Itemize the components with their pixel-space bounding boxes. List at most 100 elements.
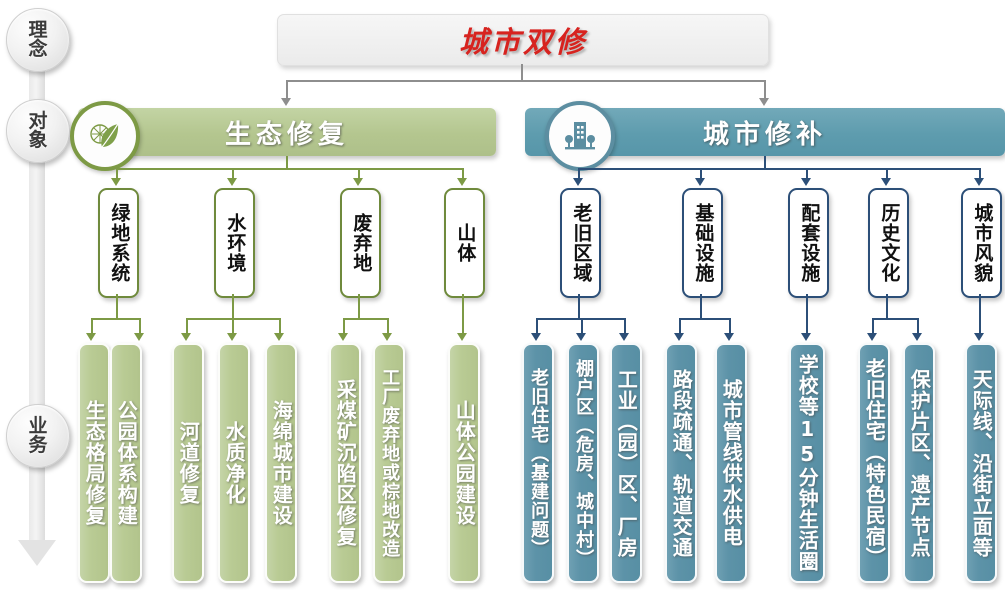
rail-badge-business: 业 务	[6, 404, 70, 468]
connector-city-to-c1	[700, 168, 702, 180]
category-label-city-4: 城市风貌	[971, 203, 994, 283]
connector-eco-c2-bus	[343, 318, 389, 320]
arrow-eco-c1	[227, 178, 237, 186]
item-label-city-0-1: 棚户区（危房、城中村）	[573, 358, 595, 568]
connector-eco-bus	[116, 168, 462, 170]
item-box-city-1-0[interactable]: 路段疏通、轨道交通	[665, 343, 697, 583]
connector-city-to-c2	[806, 168, 808, 180]
connector-city-stem	[764, 156, 766, 170]
item-label-eco-0-1: 公园体系构建	[114, 400, 139, 526]
connector-city-c3-bus	[872, 318, 919, 320]
item-box-city-0-2[interactable]: 工业（园）区、厂房	[610, 343, 642, 583]
connector-root-to-city	[764, 80, 766, 100]
connector-eco-c0-i1	[139, 318, 141, 335]
arrow-eco-c3	[457, 178, 467, 186]
item-box-eco-0-0[interactable]: 生态格局修复	[78, 343, 110, 583]
connector-eco-c2-i1	[387, 318, 389, 335]
connector-eco-c1-i0	[186, 318, 188, 335]
item-box-eco-3-0[interactable]: 山体公园建设	[448, 343, 480, 583]
category-label-eco-0: 绿地系统	[108, 203, 131, 283]
connector-eco-to-c2	[358, 168, 360, 180]
item-box-eco-2-1[interactable]: 工厂废弃地或棕地改造	[373, 343, 405, 583]
arrow-eco-c2-i1	[382, 333, 392, 341]
item-box-city-0-0[interactable]: 老旧住宅（基建问题）	[522, 343, 554, 583]
item-label-city-4-0: 天际线、沿街立面等	[969, 368, 994, 558]
arrow-city-c1	[695, 178, 705, 186]
connector-root-to-eco	[286, 80, 288, 100]
connector-city-c3-i0	[872, 318, 874, 335]
category-box-city-0[interactable]: 老旧区域	[560, 188, 601, 298]
arrow-eco-c1-i1	[227, 333, 237, 341]
connector-city-c0-stem	[578, 294, 580, 320]
connector-city-bus	[578, 168, 979, 170]
arrow-city-c3-i1	[912, 333, 922, 341]
item-label-eco-2-1: 工厂废弃地或棕地改造	[379, 368, 401, 558]
connector-city-c1-i1	[729, 318, 731, 335]
category-label-city-1: 基础设施	[692, 203, 715, 283]
arrow-city-c0-i2	[619, 333, 629, 341]
rail-badge-business-char2: 务	[28, 434, 48, 456]
rail-badge-concept-char2: 念	[28, 38, 48, 60]
connector-eco-c1-i2	[279, 318, 281, 335]
arrow-eco-c0	[111, 178, 121, 186]
category-box-city-2[interactable]: 配套设施	[788, 188, 829, 298]
category-label-eco-2: 废弃地	[350, 213, 373, 273]
connector-eco-c2-i0	[343, 318, 345, 335]
arrow-city-c3-i0	[867, 333, 877, 341]
connector-eco-c3-i0	[462, 294, 464, 335]
arrow-city-c4-i0	[974, 333, 984, 341]
item-box-city-0-1[interactable]: 棚户区（危房、城中村）	[567, 343, 599, 583]
arrow-eco-c0-i1	[134, 333, 144, 341]
category-box-eco-1[interactable]: 水环境	[214, 188, 255, 298]
connector-eco-c1-i1	[232, 318, 234, 335]
item-label-city-3-1: 保护片区、遗产节点	[907, 368, 932, 558]
rail-badge-object-char2: 象	[28, 129, 48, 151]
connector-city-c0-i2	[624, 318, 626, 335]
item-box-eco-2-0[interactable]: 采煤矿沉陷区修复	[329, 343, 361, 583]
connector-eco-to-c1	[232, 168, 234, 180]
category-box-city-4[interactable]: 城市风貌	[961, 188, 1002, 298]
item-label-eco-1-0: 河道修复	[176, 421, 201, 505]
category-box-city-3[interactable]: 历史文化	[868, 188, 909, 298]
category-box-city-1[interactable]: 基础设施	[682, 188, 723, 298]
arrow-eco-c2-i0	[338, 333, 348, 341]
connector-city-c1-stem	[700, 294, 702, 320]
connector-city-c2-i0	[806, 294, 808, 335]
branch-bar-eco[interactable]: 生态修复	[78, 108, 496, 156]
leaf-icon	[70, 101, 140, 171]
connector-city-c4-i0	[979, 294, 981, 335]
arrow-city-c3	[881, 178, 891, 186]
connector-eco-c1-stem	[232, 294, 234, 320]
category-box-eco-3[interactable]: 山体	[444, 188, 485, 298]
item-box-city-3-0[interactable]: 老旧住宅（特色民宿）	[858, 343, 890, 583]
rail-badge-concept: 理 念	[6, 8, 70, 72]
item-box-eco-1-0[interactable]: 河道修复	[172, 343, 204, 583]
arrow-city-c1-i0	[674, 333, 684, 341]
category-box-eco-0[interactable]: 绿地系统	[98, 188, 139, 298]
arrow-city-c2	[801, 178, 811, 186]
connector-city-c0-i0	[536, 318, 538, 335]
item-label-eco-1-2: 海绵城市建设	[269, 400, 294, 526]
item-box-city-4-0[interactable]: 天际线、沿街立面等	[965, 343, 997, 583]
connector-root-bus	[286, 80, 765, 82]
item-box-city-1-1[interactable]: 城市管线供水供电	[715, 343, 747, 583]
item-label-city-1-0: 路段疏通、轨道交通	[669, 368, 694, 558]
connector-city-to-c3	[886, 168, 888, 180]
item-box-city-3-1[interactable]: 保护片区、遗产节点	[903, 343, 935, 583]
item-label-city-2-0: 学校等15分钟生活圈	[795, 354, 820, 572]
arrow-root-to-eco	[281, 98, 291, 106]
category-label-eco-3: 山体	[454, 223, 477, 263]
item-box-eco-1-2[interactable]: 海绵城市建设	[265, 343, 297, 583]
category-box-eco-2[interactable]: 废弃地	[340, 188, 381, 298]
level-rail-arrowhead	[18, 540, 56, 566]
arrow-city-c0	[573, 178, 583, 186]
arrow-city-c0-i1	[576, 333, 586, 341]
item-box-city-2-0[interactable]: 学校等15分钟生活圈	[789, 343, 825, 583]
item-label-eco-0-0: 生态格局修复	[82, 400, 107, 526]
connector-city-c0-i1	[581, 318, 583, 335]
arrow-city-c4	[974, 178, 984, 186]
item-box-eco-0-1[interactable]: 公园体系构建	[110, 343, 142, 583]
connector-city-c1-bus	[679, 318, 731, 320]
item-box-eco-1-1[interactable]: 水质净化	[218, 343, 250, 583]
